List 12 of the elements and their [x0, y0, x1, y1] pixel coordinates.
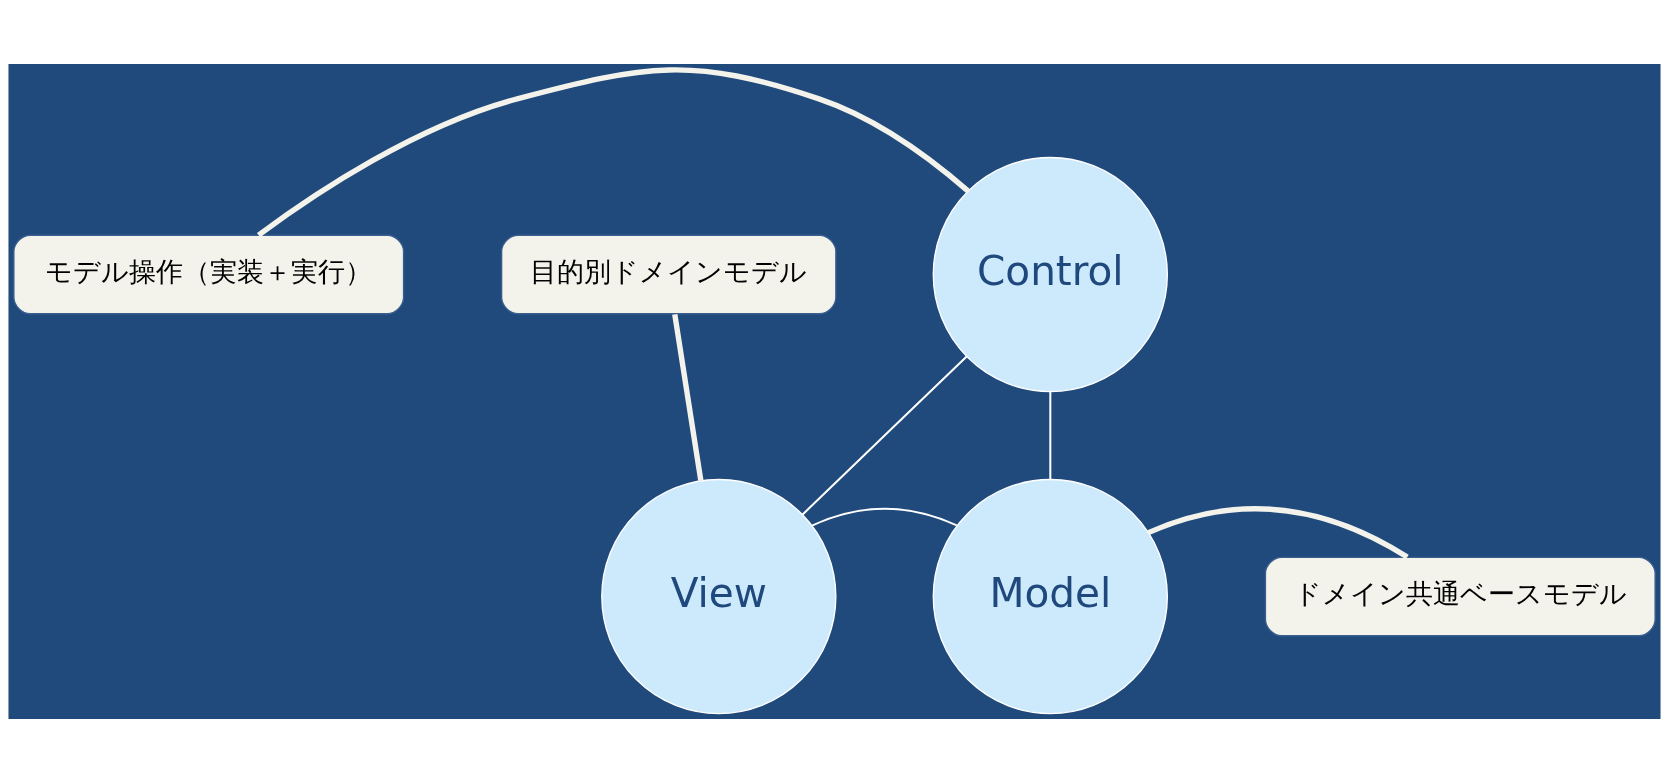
node-circle: Model	[932, 478, 1169, 714]
node-circle: Control	[932, 156, 1169, 392]
connector	[672, 313, 704, 481]
node-circle: View	[601, 478, 837, 714]
node-box: ドメイン共通ベースモデル	[1264, 556, 1656, 636]
connector	[1147, 505, 1409, 559]
connector	[801, 355, 968, 515]
node-box: モデル操作（実装＋実行）	[13, 234, 405, 314]
connector	[256, 66, 970, 237]
node-box: 目的別ドメインモデル	[500, 234, 837, 314]
connector	[811, 507, 958, 526]
connector	[1049, 391, 1052, 479]
